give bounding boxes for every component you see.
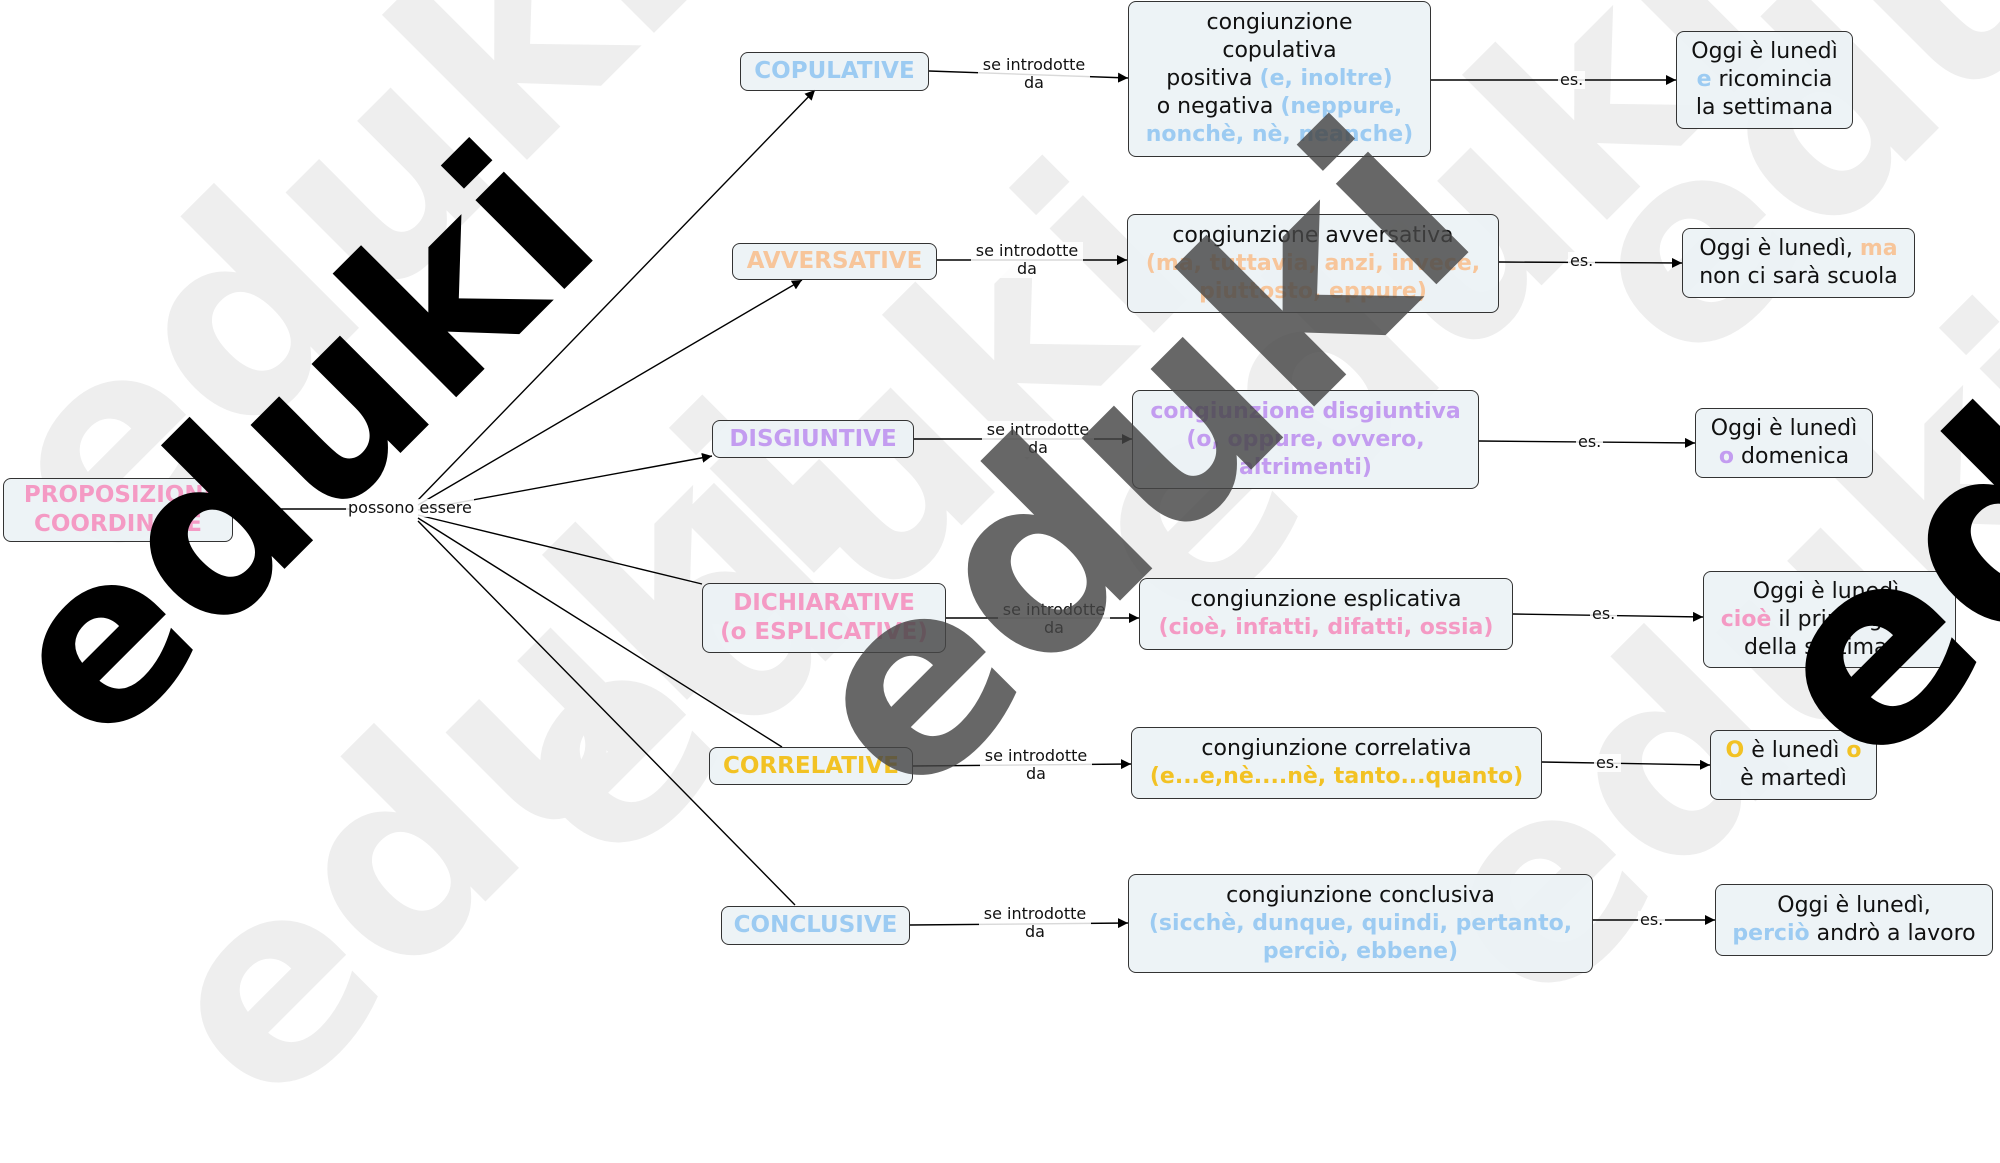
edge-label-es: es. <box>1638 910 1666 929</box>
edge-label-es: es. <box>1568 251 1596 270</box>
example-text: Oggi è lunedì <box>1710 416 1858 441</box>
example-text: Oggi è lunedì, <box>1699 236 1860 261</box>
example-text: Oggi è lunedì <box>1691 39 1838 64</box>
edge-label-intro: se introdotte da <box>982 421 1094 457</box>
example-conj: e <box>1696 67 1712 92</box>
conj-node-avversative: congiunzione avversativa (ma, tuttavia, … <box>1127 214 1499 313</box>
example-conj: cioè <box>1720 606 1772 632</box>
edge-label-es: es. <box>1590 604 1618 623</box>
edge-label-intro: se introdotte da <box>998 601 1110 637</box>
root-node: PROPOSIZIONI COORDINATE <box>3 478 233 542</box>
example-node-disgiuntive: Oggi è lunedì o domenica <box>1695 408 1873 478</box>
conj-examples: (neppure, <box>1280 94 1403 119</box>
example-conj: O <box>1725 738 1745 763</box>
example-node-copulative: Oggi è lunedì e ricomincia la settimana <box>1676 31 1853 129</box>
conj-node-conclusive: congiunzione conclusiva (sicchè, dunque,… <box>1128 874 1593 973</box>
root-label-line1: PROPOSIZIONI <box>23 482 213 508</box>
conj-examples: (cioè, infatti, difatti, ossia) <box>1158 615 1494 640</box>
conj-text: congiunzione esplicativa <box>1190 587 1462 612</box>
conj-text: congiunzione disgiuntiva <box>1150 398 1461 424</box>
conj-examples: nonchè, nè, neanche) <box>1145 122 1414 147</box>
conj-node-correlative: congiunzione correlativa (e...e,nè....nè… <box>1131 727 1542 799</box>
edge-correlative-es <box>1541 759 1711 770</box>
conj-examples: perciò, ebbene) <box>1262 938 1459 964</box>
root-label-line2: COORDINATE <box>33 511 202 537</box>
connector-layer <box>233 70 1715 929</box>
conj-examples: (e...e,nè....nè, tanto...quanto) <box>1149 764 1524 789</box>
example-conj: perciò <box>1732 921 1810 946</box>
edge-label-es: es. <box>1558 70 1586 89</box>
edge-to-dichiarative <box>417 514 703 585</box>
example-node-dichiarative: Oggi è lunedì, cioè il primo giorno dell… <box>1703 571 1956 668</box>
example-node-avversative: Oggi è lunedì, ma non ci sarà scuola <box>1682 228 1915 298</box>
conj-text: congiunzione avversativa <box>1172 222 1454 248</box>
example-text: Oggi è lunedì, <box>1777 893 1931 918</box>
example-conj: ma <box>1859 236 1898 261</box>
conj-examples: (e, inoltre) <box>1259 66 1393 91</box>
edge-label-intro: se introdotte da <box>980 747 1092 783</box>
example-text: non ci sarà scuola <box>1699 264 1898 289</box>
type-label-line2: (o ESPLICATIVE) <box>720 619 928 645</box>
edge-to-avversative <box>417 279 803 506</box>
type-node-copulative: COPULATIVE <box>740 52 929 91</box>
conj-text: copulativa <box>1222 38 1337 63</box>
conj-text: congiunzione <box>1206 10 1353 35</box>
conj-examples: altrimenti) <box>1239 454 1372 480</box>
edge-to-correlative <box>417 517 783 748</box>
type-node-conclusive: CONCLUSIVE <box>721 906 910 945</box>
example-text: è lunedì <box>1744 738 1847 763</box>
edge-label-intro: se introdotte da <box>971 242 1083 278</box>
type-label-line1: DICHIARATIVE <box>733 590 915 616</box>
conj-node-disgiuntive: congiunzione disgiuntiva (o, oppure, ovv… <box>1132 390 1479 489</box>
conj-examples: piuttosto, eppure) <box>1199 278 1427 304</box>
edge-label-es: es. <box>1576 432 1604 451</box>
example-text: ricomincia <box>1711 67 1833 92</box>
example-conj: o <box>1718 444 1735 469</box>
example-text: della settimana <box>1744 634 1915 660</box>
example-text: andrò a lavoro <box>1809 921 1976 946</box>
example-node-conclusive: Oggi è lunedì, perciò andrò a lavoro <box>1715 884 1993 956</box>
example-node-correlative: O è lunedì o è martedì <box>1710 730 1877 800</box>
conj-text: congiunzione correlativa <box>1201 736 1472 761</box>
conj-examples: (ma, tuttavia, anzi, invece, <box>1145 250 1481 276</box>
edge-label-es: es. <box>1594 753 1622 772</box>
type-node-disgiuntive: DISGIUNTIVE <box>712 420 914 458</box>
example-text: la settimana <box>1695 95 1834 120</box>
conj-text: o negativa <box>1156 94 1281 119</box>
example-text: domenica <box>1734 444 1850 469</box>
example-conj: o <box>1846 738 1862 763</box>
type-node-correlative: CORRELATIVE <box>709 747 913 785</box>
edge-label-intro: se introdotte da <box>978 56 1090 92</box>
conj-examples: (sicchè, dunque, quindi, pertanto, <box>1148 910 1573 936</box>
conj-text: congiunzione conclusiva <box>1226 882 1495 908</box>
conj-node-copulative: congiunzione copulativa positiva (e, ino… <box>1128 1 1431 157</box>
conj-examples: (o, oppure, ovvero, <box>1186 426 1425 452</box>
type-node-dichiarative: DICHIARATIVE (o ESPLICATIVE) <box>702 583 946 653</box>
conj-node-dichiarative: congiunzione esplicativa (cioè, infatti,… <box>1139 578 1513 650</box>
edge-label-possono-essere: possono essere <box>346 498 474 517</box>
edge-to-copulative <box>417 89 816 501</box>
edge-to-conclusive <box>417 520 796 906</box>
example-text: il primo giorno <box>1771 606 1939 632</box>
edge-label-intro: se introdotte da <box>979 905 1091 941</box>
example-text: Oggi è lunedì, <box>1752 578 1907 604</box>
type-node-avversative: AVVERSATIVE <box>732 243 937 280</box>
conj-text: positiva <box>1166 66 1260 91</box>
example-text: è martedì <box>1740 766 1847 791</box>
